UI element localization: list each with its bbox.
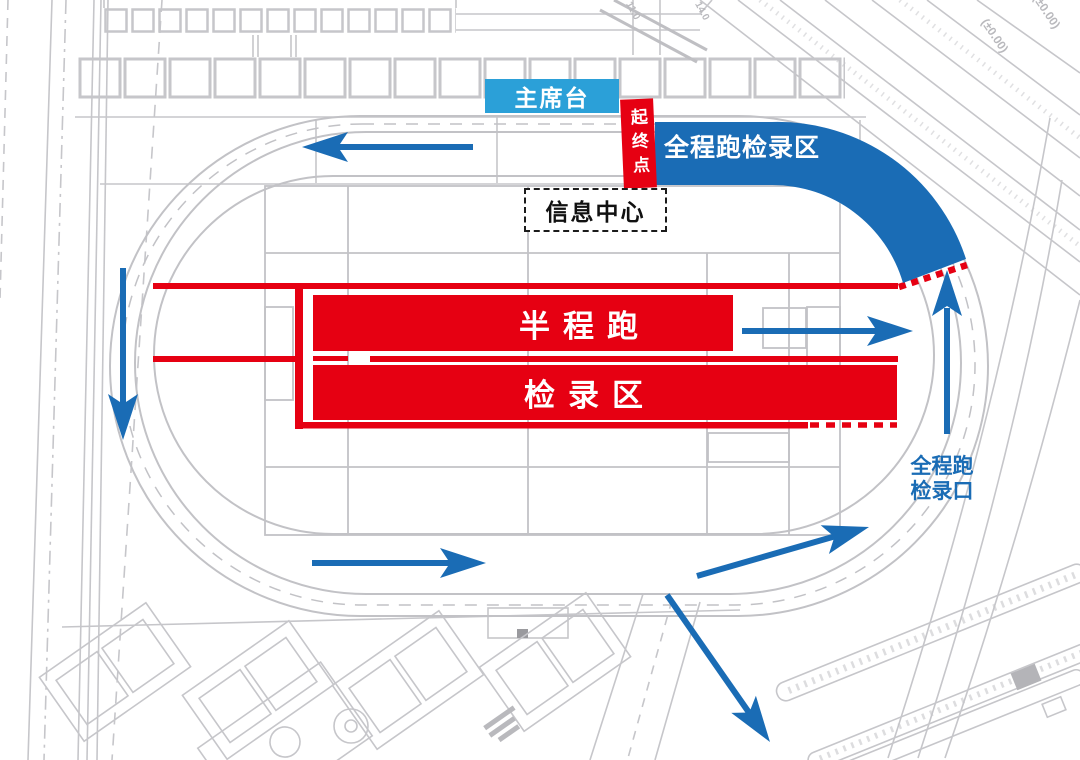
full-course-gate-line2: 检录口: [910, 480, 974, 503]
route-line-middle: [370, 356, 898, 362]
flow-arrow-bottom-right: [312, 548, 486, 578]
full-course-checkin-band: [655, 121, 966, 283]
start-finish-banner: 起终点: [620, 98, 657, 189]
full-course-gate-line1: 全程跑: [910, 455, 974, 478]
full-course-band-label: 全程跑检录区: [664, 134, 821, 162]
flow-arrow-top-left: [302, 132, 473, 162]
half-course-banner: 半程跑: [313, 295, 733, 351]
main-stand-label: 主席台: [485, 79, 619, 113]
flow-arrow-left-down: [108, 268, 138, 440]
route-frame-bottom: [295, 422, 808, 429]
full-course-gate-label: 全程跑 检录口: [901, 453, 983, 505]
route-line-top: [153, 283, 898, 289]
info-center-box: 信息中心: [524, 188, 667, 232]
running-track: [109, 115, 989, 617]
route-frame-left: [295, 283, 303, 429]
route-line-middle-stub: [313, 356, 348, 361]
checkin-area-banner: 检录区: [313, 365, 897, 420]
flow-arrows: [108, 132, 962, 742]
flow-arrow-bottom-curve-up: [696, 525, 869, 579]
flow-arrow-exit-down: [664, 593, 770, 742]
flow-arrow-half-course-right: [742, 316, 913, 346]
flow-arrow-gate-up: [932, 270, 962, 434]
route-line-middle-left: [153, 356, 295, 362]
route-red-lines: [153, 261, 969, 429]
